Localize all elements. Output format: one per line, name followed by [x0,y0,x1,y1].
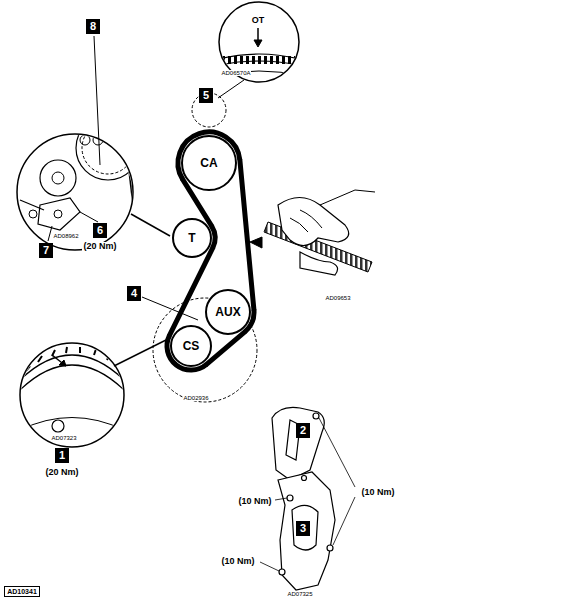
torque-value: (10 Nm) [360,488,395,497]
figure-code: AD08962 [53,233,78,239]
figure-code: AD07323 [51,435,76,441]
belt-wrap [212,226,215,248]
crankshaft-pulley: CS [170,325,212,367]
figure-code: AD02936 [183,395,208,401]
torque-value: (20 Nm) [44,468,79,477]
callout-number: 8 [86,19,100,34]
hand-belt-check [250,190,375,275]
torque-value: (10 Nm) [237,497,272,506]
torque-value: (20 Nm) [82,242,117,251]
pulley-label: AUX [215,305,240,319]
timing-mark-text: OT [251,16,266,25]
callout-number: 6 [93,223,107,238]
auxiliary-pulley: AUX [205,289,251,335]
timing-belt-span [240,160,254,309]
timing-belt-span [207,332,245,364]
callout-number: 3 [296,521,310,536]
zoom-views [17,2,305,447]
torque-value: (10 Nm) [220,557,255,566]
callout-number: 4 [127,286,141,301]
callout-number: 2 [296,423,310,438]
timing-belt-span [169,248,212,335]
figure-code: AD07325 [287,591,312,597]
pulley-label: CA [200,156,217,170]
callout-number: 7 [39,243,53,258]
callout-number: 1 [55,448,69,463]
figure-code: AD10341 [4,586,40,597]
callout-number: 5 [199,88,213,103]
torque-leaders [260,418,355,571]
figure-code: AD09653 [325,295,350,301]
timing-covers [272,407,335,590]
figure-code: AD06570A [221,70,250,76]
pulley-label: CS [183,339,200,353]
pulley-label: T [188,231,195,245]
tensioner-pulley: T [172,218,212,258]
camshaft-pulley: CA [181,135,237,191]
